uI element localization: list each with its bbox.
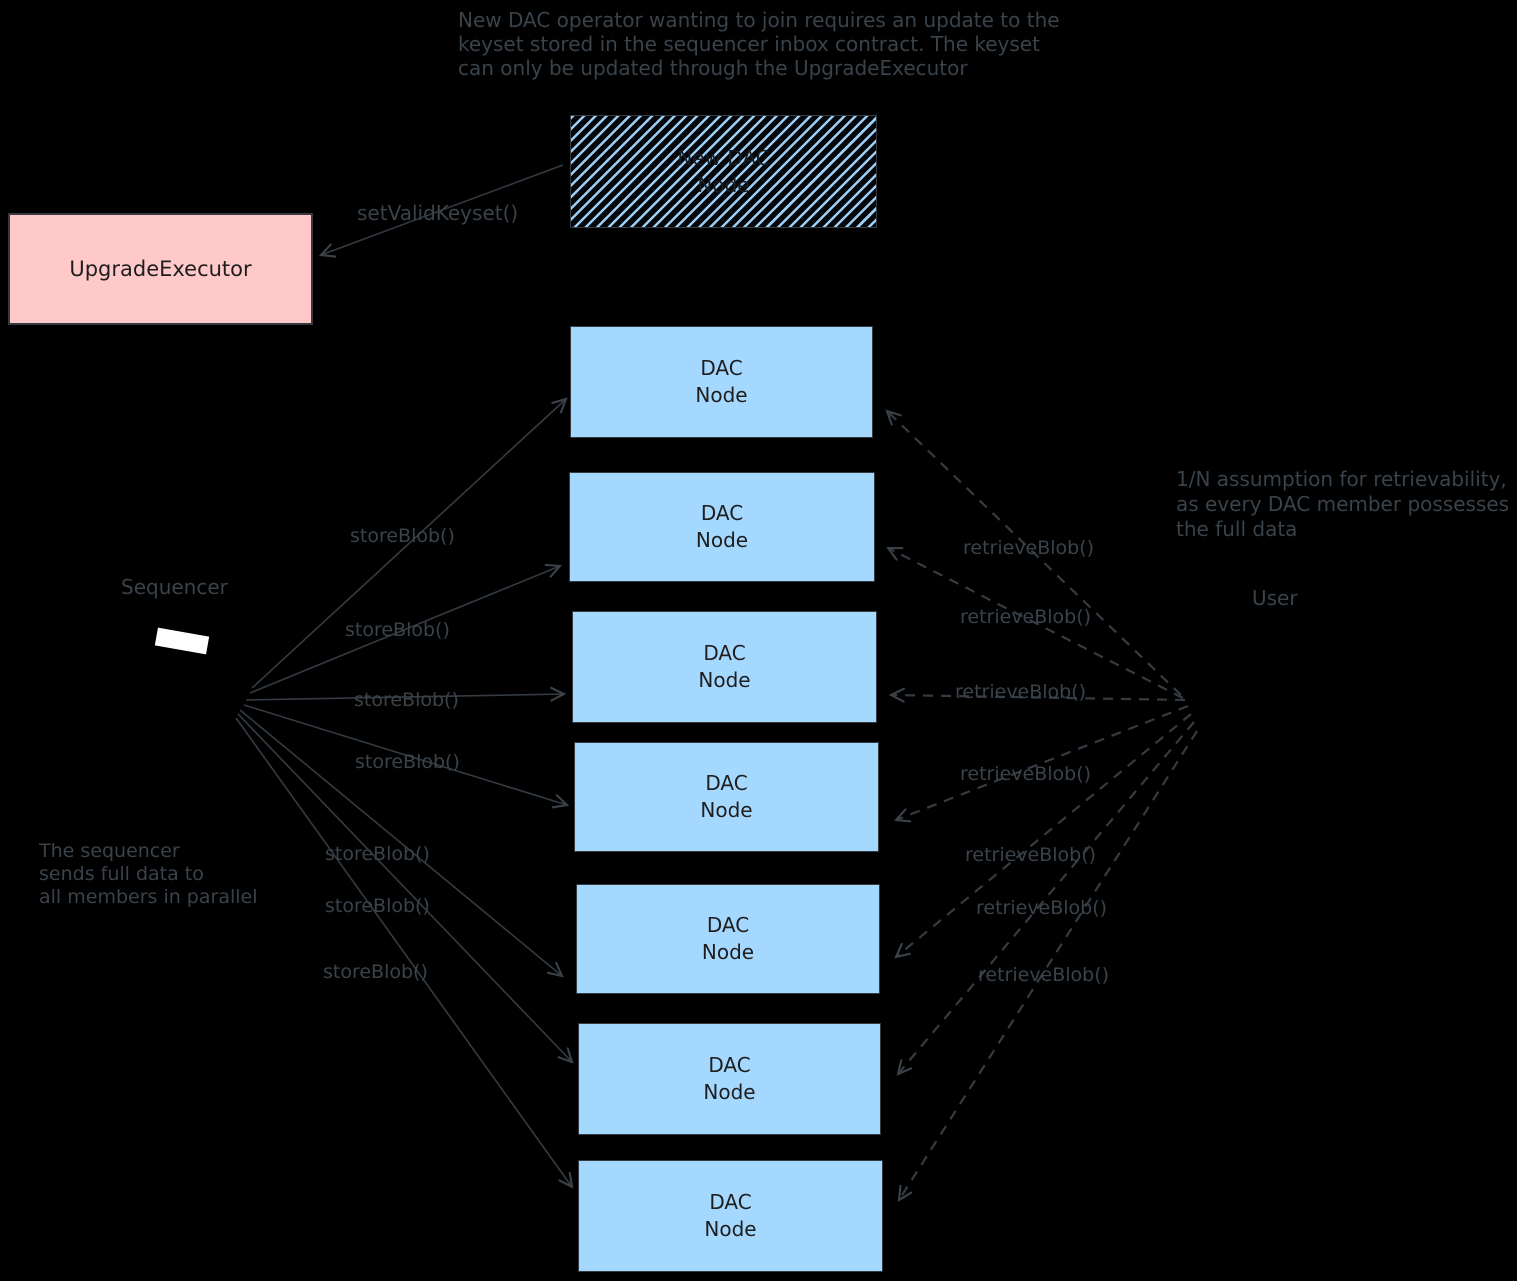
store-blob-arrow-6 [237,713,572,1062]
retrievability-note-line: the full data [1176,517,1298,541]
sequencer-note-line: sends full data to [39,863,204,885]
dac-node-label-line2: Node [695,383,748,407]
retrievability-note-line: 1/N assumption for retrievability, [1176,467,1507,491]
store-blob-label-7: storeBlob() [323,961,428,983]
keyset-note: New DAC operator wanting to join require… [458,8,1060,80]
retrieve-blob-label-3: retrieveBlob() [955,681,1087,703]
new-dac-node-label-line2: Node [697,172,750,197]
upgrade-executor-box: UpgradeExecutor [8,213,313,325]
dac-node-label-line2: Node [698,668,751,692]
dac-node-label-line2: Node [700,798,753,822]
dac-node-label-line1: DAC [709,1190,752,1214]
store-blob-label-1: storeBlob() [350,525,455,547]
store-blob-arrow-2 [249,566,560,694]
keyset-note-line: can only be updated through the UpgradeE… [458,56,968,80]
dac-node-6: DAC Node [578,1023,881,1135]
retrieve-blob-arrow-3 [891,695,1186,700]
dac-node-label-line1: DAC [700,501,744,525]
retrieve-blob-label-5: retrieveBlob() [965,844,1097,866]
retrieve-blob-label-6: retrieveBlob() [976,897,1108,919]
dac-node-label-line1: DAC [705,771,748,795]
dac-node-5: DAC Node [576,884,880,994]
store-blob-arrow-4 [243,704,567,805]
sequencer-note: The sequencer sends full data to all mem… [39,840,258,909]
retrieve-blob-arrow-6 [898,721,1195,1074]
dac-node-label-line1: DAC [700,356,743,380]
dac-node-label-line2: Node [695,528,749,552]
retrieve-blob-arrow-4 [896,704,1189,820]
keyset-note-line: keyset stored in the sequencer inbox con… [458,32,1040,56]
retrieve-blob-arrow-2 [888,548,1184,699]
retrieve-blob-arrow-5 [896,713,1192,957]
store-blob-arrow-3 [245,694,564,700]
new-dac-node-box: New DAC Node [570,115,877,228]
store-blob-label-6: storeBlob() [325,895,430,917]
retrieve-blob-arrow-7 [899,730,1198,1200]
sequencer-label: Sequencer [121,575,228,599]
dac-node-label-line1: DAC [708,1053,751,1077]
store-blob-arrow-5 [239,709,562,976]
store-blob-arrow-1 [251,399,566,689]
store-blob-label-4: storeBlob() [355,751,460,773]
keyset-note-line: New DAC operator wanting to join require… [458,8,1060,32]
retrieve-blob-label-2: retrieveBlob() [960,606,1092,628]
dac-node-label-line1: DAC [706,913,750,937]
store-blob-label-5: storeBlob() [325,843,430,865]
store-blob-arrow-7 [235,717,572,1187]
user-label: User [1252,586,1298,610]
dac-node-4: DAC Node [574,742,879,852]
store-blob-label-3: storeBlob() [354,689,459,711]
sequencer-note-line: The sequencer [39,840,180,862]
dac-node-label-line2: Node [704,1217,757,1241]
dac-node-label-line2: Node [701,940,755,964]
store-blob-label-2: storeBlob() [345,619,450,641]
set-valid-keyset-label: setValidKeyset() [357,201,519,225]
sequencer-note-line: all members in parallel [39,886,258,908]
retrieve-blob-label-1: retrieveBlob() [963,537,1095,559]
new-dac-node-label-line1: New DAC [677,145,770,170]
dac-node-7: DAC Node [578,1160,883,1272]
retrieve-blob-label-7: retrieveBlob() [978,964,1110,986]
retrievability-note: 1/N assumption for retrievability, as ev… [1176,467,1509,542]
dac-node-label-line1: DAC [703,641,746,665]
set-valid-keyset-arrow [321,164,564,255]
retrieve-blob-label-4: retrieveBlob() [960,763,1092,785]
dac-node-2: DAC Node [569,472,875,582]
dac-node-label-line2: Node [703,1080,756,1104]
dac-node-3: DAC Node [572,611,877,723]
dac-node-1: DAC Node [570,326,873,438]
retrieve-blob-arrow-1 [887,411,1182,696]
upgrade-executor-label: UpgradeExecutor [69,257,252,281]
retrievability-note-line: as every DAC member possesses [1176,492,1510,516]
